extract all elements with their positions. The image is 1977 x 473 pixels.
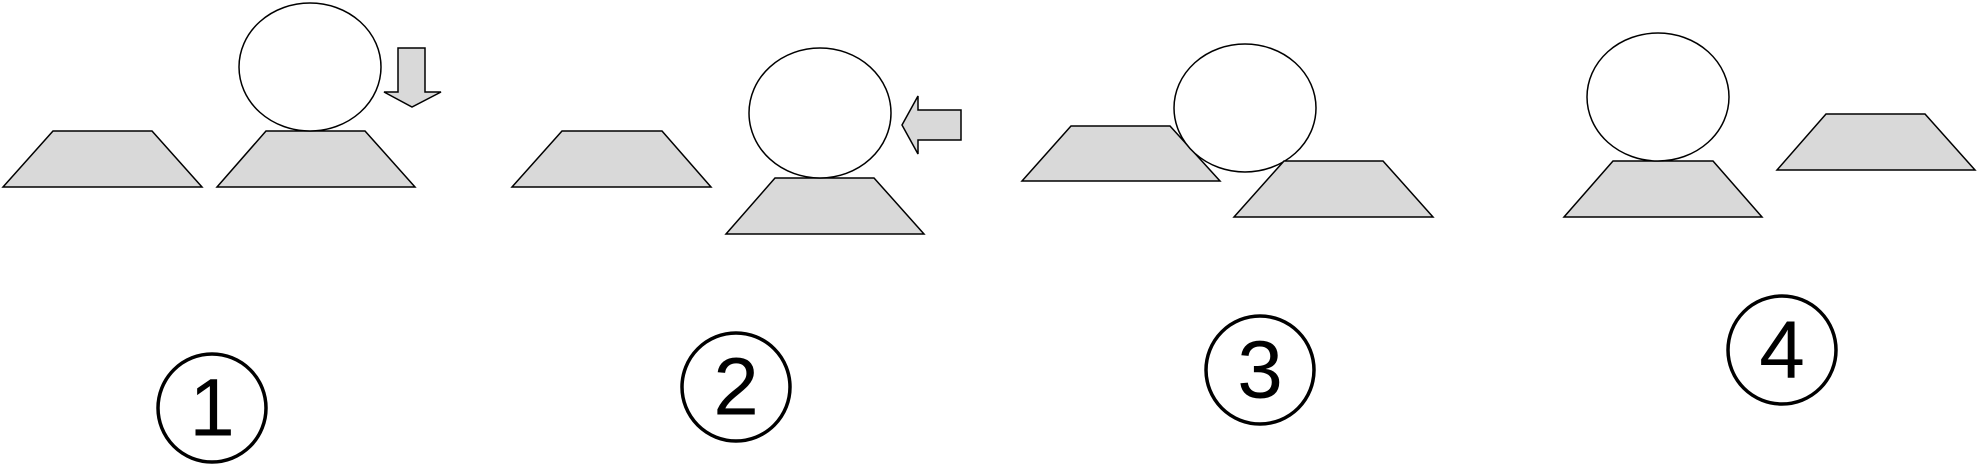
step-4-block-with-ball: [1562, 160, 1764, 218]
step-4-number-badge: 4: [1726, 294, 1838, 406]
step-3-number-badge: 3: [1204, 314, 1316, 426]
step-4-panel: 4: [1562, 32, 1977, 406]
step-1-circle: [156, 352, 268, 464]
step-3-circle: [1204, 314, 1316, 426]
left-arrow-icon: [901, 95, 962, 155]
step-2-ball: [748, 47, 892, 179]
down-arrow-icon: [383, 47, 442, 108]
step-4-ball: [1586, 32, 1730, 162]
step-2-number: 2: [713, 342, 759, 433]
step-1-number-badge: 1: [156, 352, 268, 464]
step-3-left-block: [1020, 125, 1222, 182]
step-3-number: 3: [1237, 325, 1283, 416]
step-4-right-block: [1775, 113, 1977, 171]
step-2-circle: [680, 331, 792, 443]
step-4-number: 4: [1759, 305, 1805, 396]
step-2-panel: 2: [510, 47, 962, 443]
step-1-right-block: [215, 130, 417, 188]
step-3-ball: [1173, 43, 1317, 173]
step-4-circle: [1726, 294, 1838, 406]
step-3-lowered-block: [1232, 160, 1435, 218]
step-2-left-block: [510, 130, 713, 188]
step-2-number-badge: 2: [680, 331, 792, 443]
step-1-number: 1: [189, 363, 235, 454]
step-1-panel: 1: [1, 2, 442, 464]
step-1-ball: [238, 2, 382, 132]
step-2-lowered-block: [724, 177, 926, 235]
step-1-left-block: [1, 130, 204, 188]
step-3-panel: 3: [1020, 43, 1435, 426]
